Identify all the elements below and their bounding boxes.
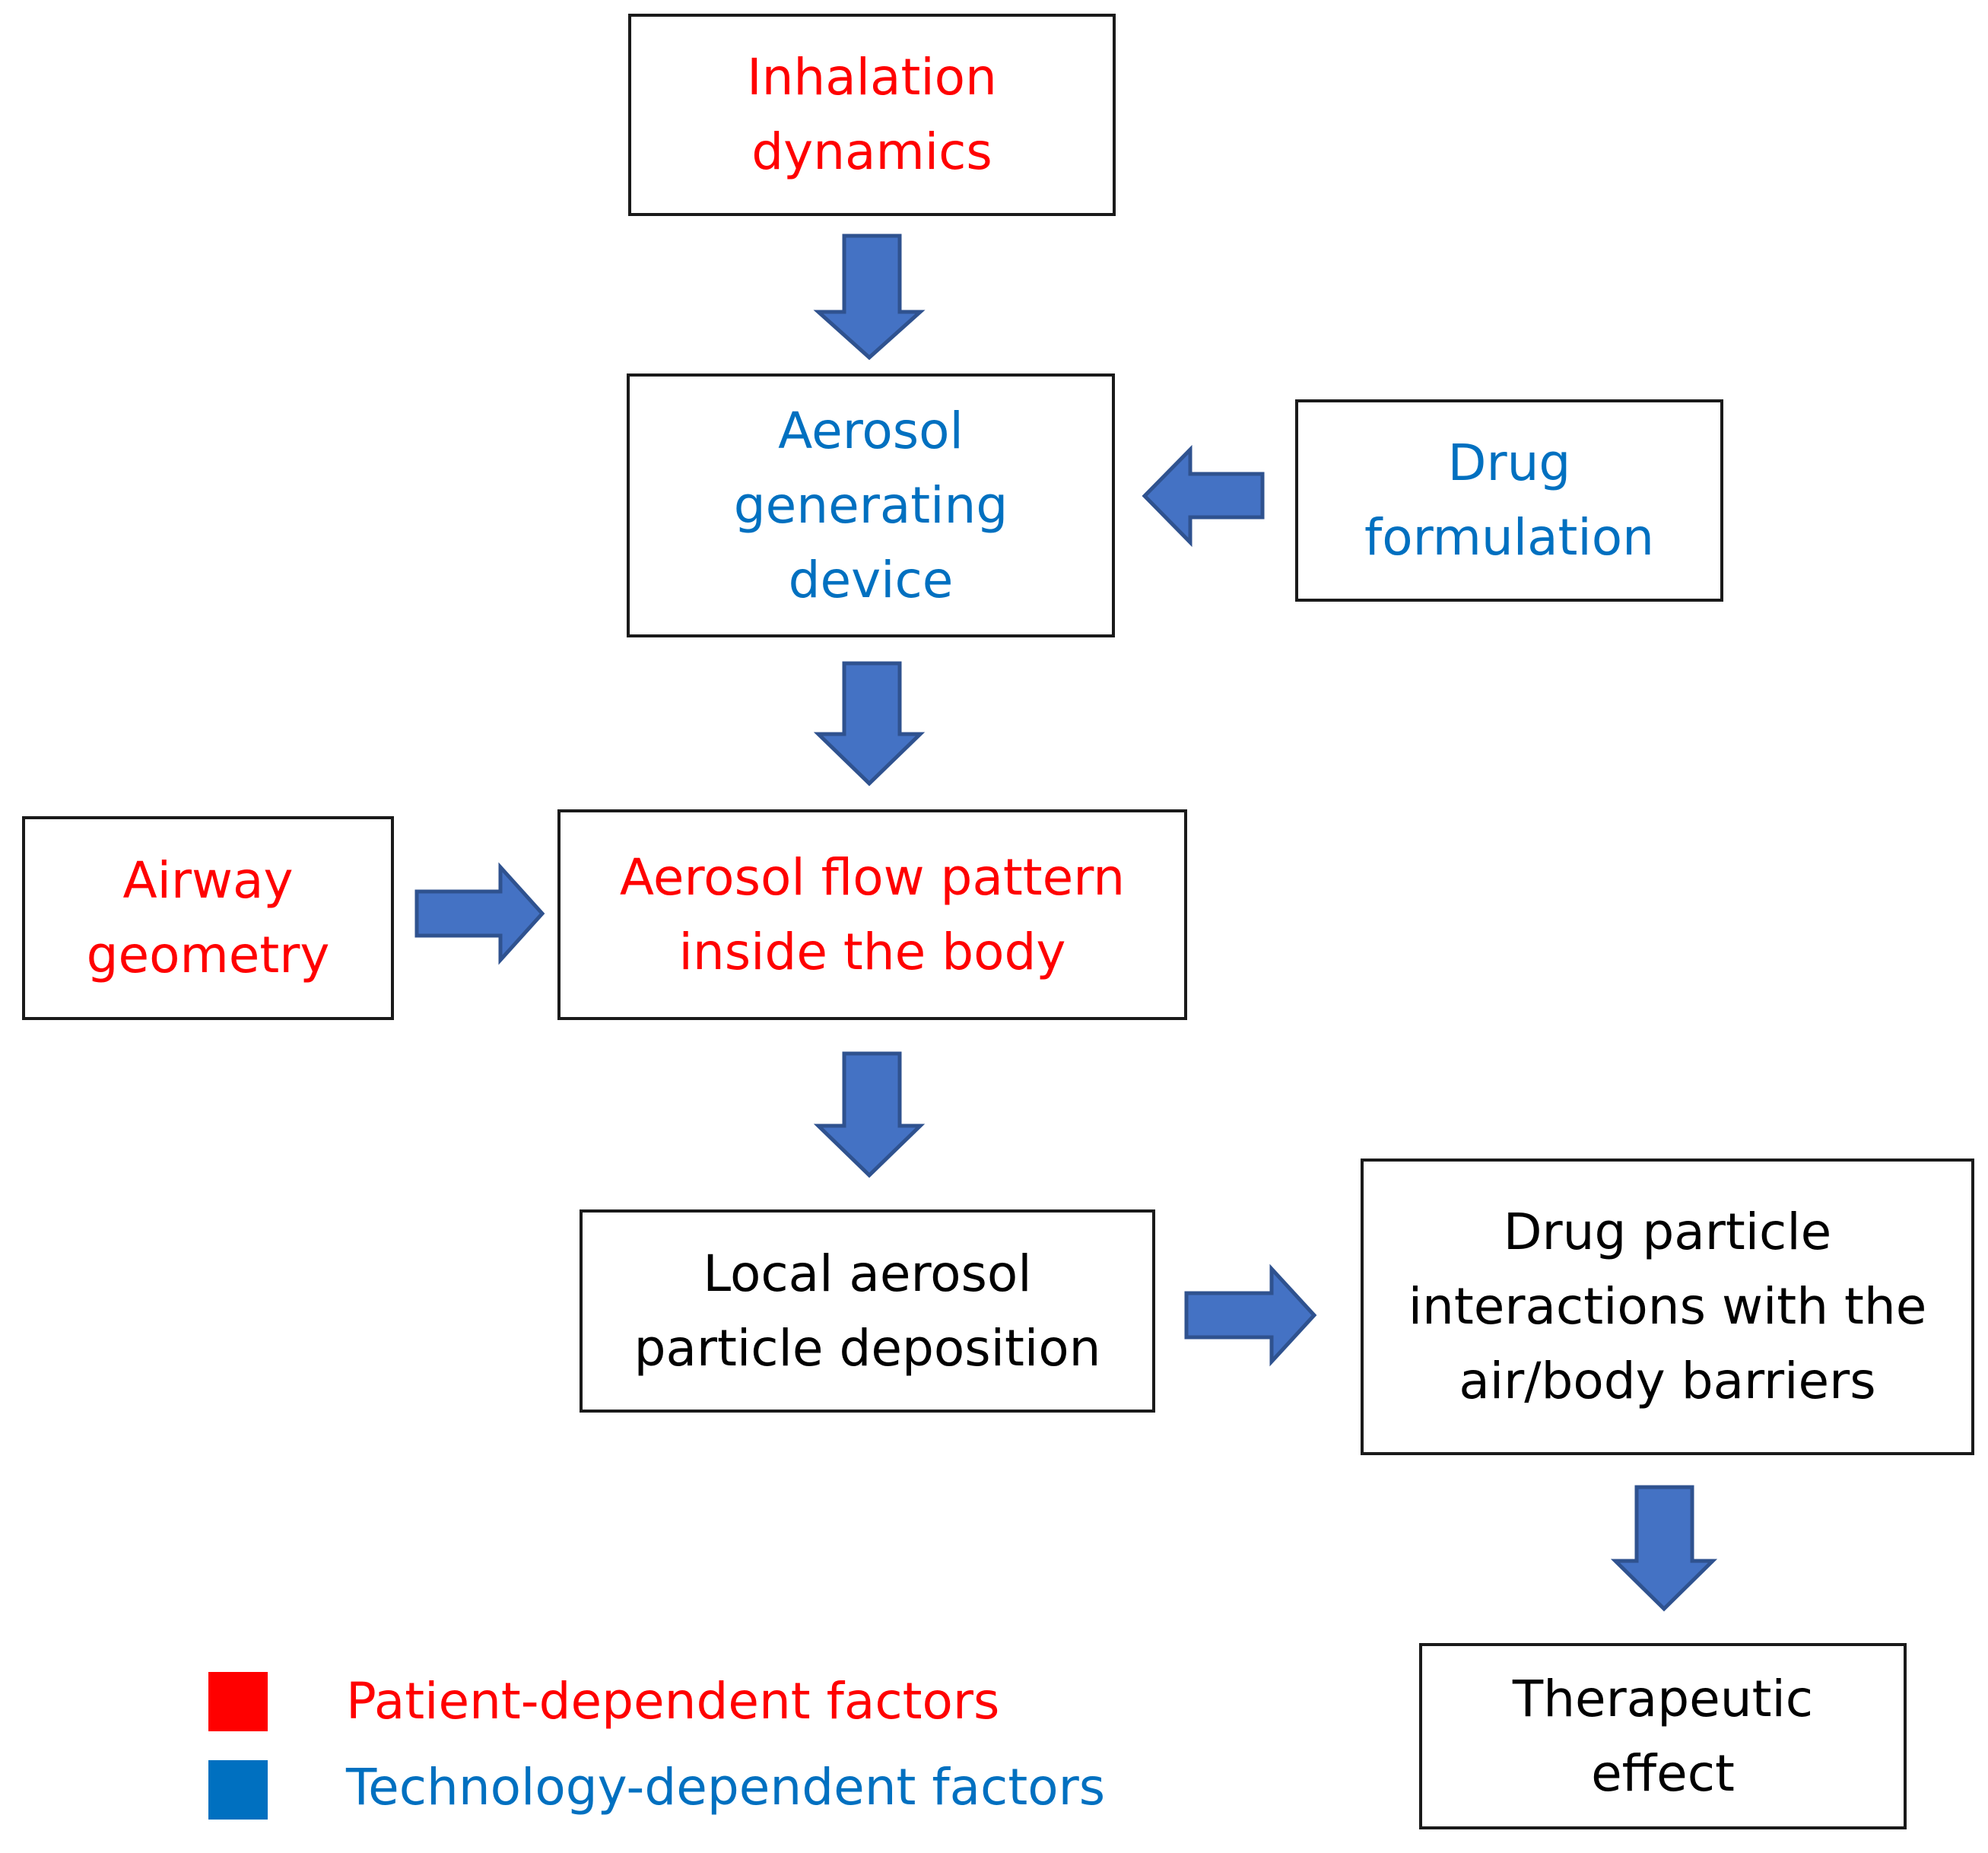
node-inhalation-dynamics-label: Inhalation dynamics — [747, 48, 997, 181]
legend-patient-swatch — [208, 1672, 268, 1731]
arrow-inhalation-to-device — [813, 234, 926, 361]
node-aerosol-generating-device: Aerosol generating device — [627, 373, 1115, 637]
node-airway-geometry: Airway geometry — [22, 816, 394, 1020]
node-drug-particle-interactions-label: Drug particle interactions with the air/… — [1408, 1203, 1927, 1410]
node-drug-formulation-label: Drug formulation — [1364, 434, 1654, 567]
node-aerosol-generating-device-label: Aerosol generating device — [733, 401, 1008, 609]
node-therapeutic-effect: Therapeutic effect — [1419, 1643, 1907, 1829]
legend-patient-label: Patient-dependent factors — [346, 1672, 1000, 1731]
arrow-flow-to-deposition — [813, 1051, 926, 1178]
node-airway-geometry-label: Airway geometry — [86, 851, 330, 984]
node-inhalation-dynamics: Inhalation dynamics — [628, 14, 1116, 216]
arrow-deposition-to-interactions — [1184, 1263, 1317, 1367]
node-aerosol-flow-pattern: Aerosol flow pattern inside the body — [557, 809, 1187, 1020]
node-aerosol-flow-pattern-label: Aerosol flow pattern inside the body — [619, 847, 1126, 981]
node-drug-formulation: Drug formulation — [1295, 399, 1723, 602]
arrow-interactions-to-therapeutic — [1610, 1485, 1718, 1612]
node-local-particle-deposition: Local aerosol particle deposition — [580, 1209, 1155, 1413]
arrow-airway-to-flow — [414, 862, 545, 965]
node-therapeutic-effect-label: Therapeutic effect — [1512, 1669, 1814, 1803]
legend-technology-label: Technology-dependent factors — [346, 1758, 1106, 1816]
legend-technology-swatch — [208, 1760, 268, 1820]
node-drug-particle-interactions: Drug particle interactions with the air/… — [1361, 1159, 1974, 1455]
arrow-formulation-to-device — [1142, 444, 1265, 548]
node-local-particle-deposition-label: Local aerosol particle deposition — [634, 1244, 1101, 1378]
arrow-device-to-flow — [813, 661, 926, 787]
